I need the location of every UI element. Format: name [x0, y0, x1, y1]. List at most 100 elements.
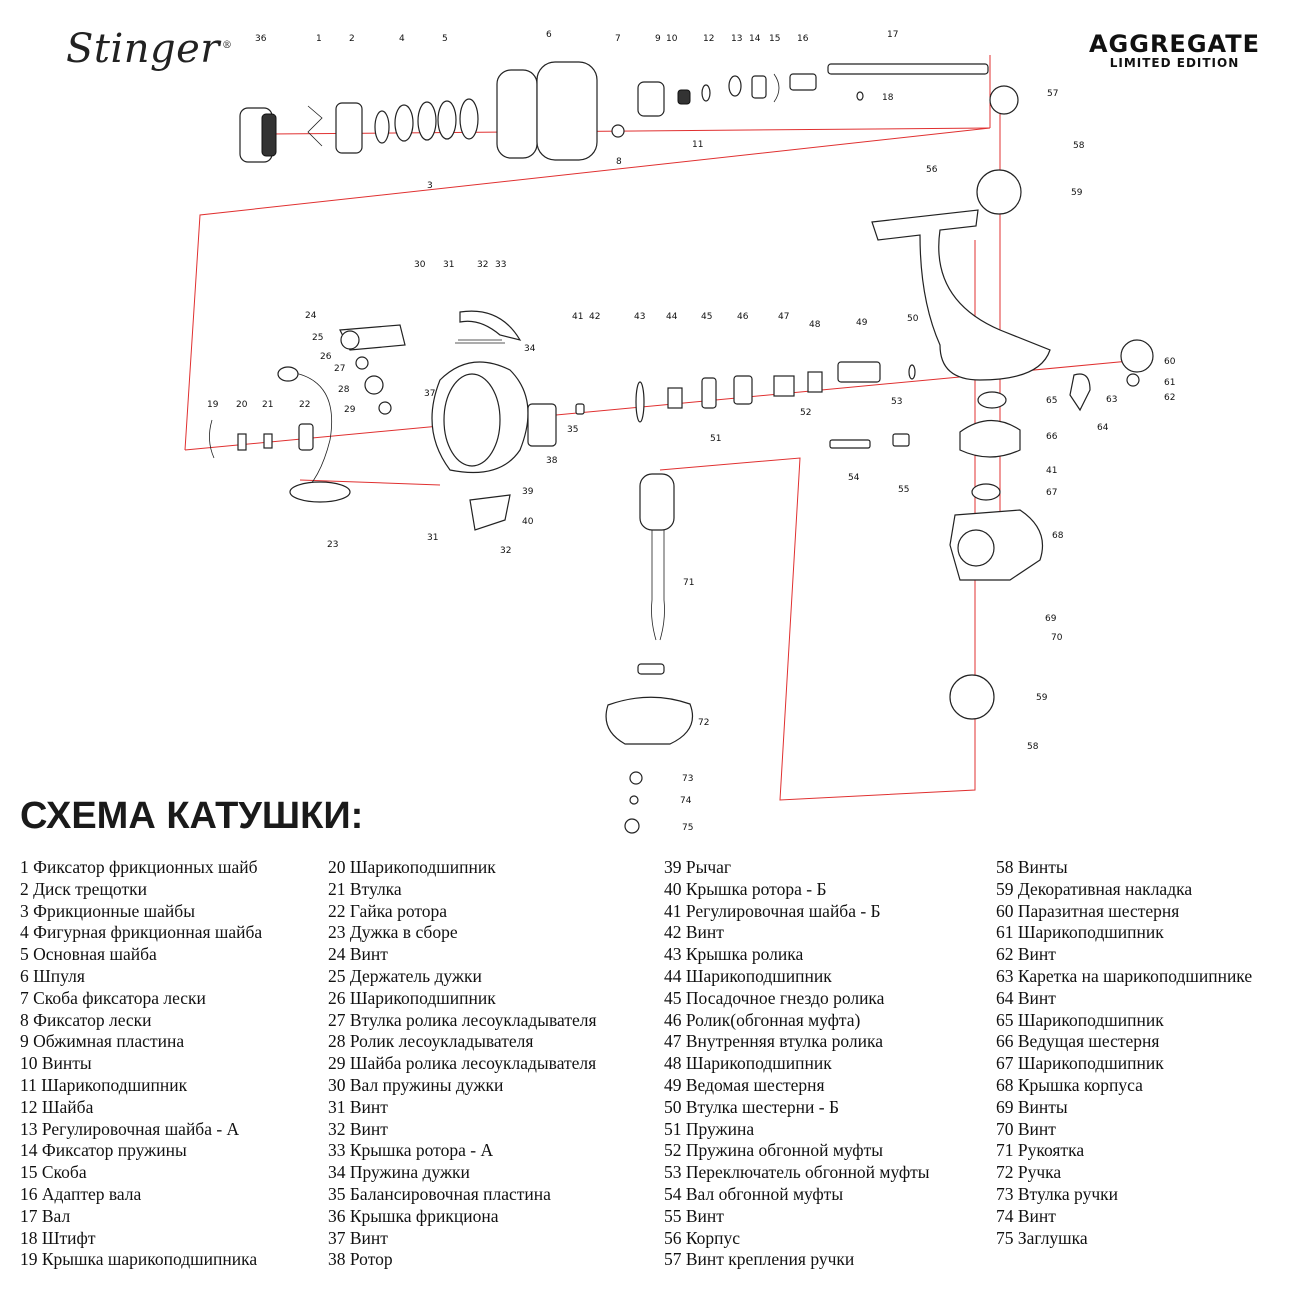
legend-item: 46 Ролик(обгонная муфта) [664, 1009, 861, 1030]
legend-item: 4 Фигурная фрикционная шайба [20, 922, 263, 943]
part-number-label: 16 [797, 34, 809, 44]
legend-item: 17 Вал [20, 1205, 71, 1226]
legend-item: 40 Крышка ротора - Б [664, 878, 827, 899]
legend-item: 73 Втулка ручки [996, 1183, 1118, 1204]
part-number-label: 26 [320, 352, 332, 362]
part-number-label: 58 [1073, 141, 1085, 151]
legend-item: 53 Переключатель обгонной муфты [664, 1162, 930, 1183]
part-number-label: 34 [524, 344, 536, 354]
legend-item: 8 Фиксатор лески [20, 1009, 152, 1030]
legend-item: 44 Шарикоподшипник [664, 965, 832, 986]
legend-item: 12 Шайба [20, 1096, 94, 1117]
part-number-label: 20 [236, 400, 248, 410]
part-number-label: 75 [682, 823, 693, 833]
part-number-label: 45 [701, 312, 712, 322]
legend-item: 15 Скоба [20, 1162, 87, 1183]
part-number-label: 41 [1046, 466, 1057, 476]
legend-item: 57 Винт крепления ручки [664, 1249, 855, 1270]
part-number-label: 37 [424, 389, 435, 399]
brand-logo-text: Stinger [66, 26, 220, 72]
part-number-label: 47 [778, 312, 789, 322]
part-number-label: 71 [683, 578, 694, 588]
schema-title: СХЕМА КАТУШКИ: [20, 795, 364, 837]
part-number-label: 21 [262, 400, 273, 410]
part-number-label: 41 [572, 312, 583, 322]
part-number-label: 24 [305, 311, 317, 321]
part-number-label: 65 [1046, 396, 1057, 406]
part-number-label: 33 [495, 260, 506, 270]
part-number-label: 56 [926, 165, 938, 175]
part-number-label: 62 [1164, 393, 1175, 403]
body-assembly [871, 85, 1154, 720]
part-number-label: 9 [655, 34, 661, 44]
exploded-reel-diagram: 36 1 2 4 5 3 6 7 8 9 10 11 12 13 14 15 1… [184, 30, 1176, 834]
part-number-label: 28 [338, 385, 350, 395]
legend-item: 25 Держатель дужки [328, 965, 482, 986]
legend-item: 23 Дужка в сборе [328, 922, 458, 943]
legend-item: 1 Фиксатор фрикционных шайб [20, 857, 258, 877]
part-number-label: 69 [1045, 614, 1057, 624]
rotor-assembly [209, 310, 916, 531]
part-number-label: 51 [710, 434, 721, 444]
part-number-label: 59 [1071, 188, 1083, 198]
legend-item: 14 Фиксатор пружины [20, 1140, 187, 1161]
part-number-label: 46 [737, 312, 749, 322]
legend-item: 39 Рычаг [664, 857, 732, 877]
legend-item: 50 Втулка шестерни - Б [664, 1096, 840, 1117]
part-number-label: 54 [848, 473, 860, 483]
legend-item: 6 Шпуля [20, 965, 85, 986]
handle-assembly [605, 473, 694, 834]
legend-item: 37 Винт [328, 1227, 388, 1248]
part-number-label: 58 [1027, 742, 1039, 752]
part-number-label: 14 [749, 34, 761, 44]
part-number-label: 5 [442, 34, 448, 44]
part-number-label: 68 [1052, 531, 1064, 541]
part-number-label: 31 [443, 260, 454, 270]
legend-item: 49 Ведомая шестерня [664, 1074, 825, 1095]
legend-item: 38 Ротор [328, 1249, 393, 1270]
legend-item: 63 Каретка на шарикоподшипнике [996, 965, 1253, 986]
series-name: AGGREGATE [1088, 30, 1260, 58]
part-number-label: 12 [703, 34, 714, 44]
legend-item: 19 Крышка шарикоподшипника [20, 1249, 258, 1270]
legend-item: 71 Рукоятка [996, 1140, 1085, 1161]
part-number-label: 67 [1046, 488, 1057, 498]
legend-item: 51 Пружина [664, 1118, 755, 1139]
part-number-label: 40 [522, 517, 534, 527]
legend-item: 67 Шарикоподшипник [996, 1053, 1164, 1074]
legend-item: 62 Винт [996, 944, 1056, 965]
part-number-label: 11 [692, 140, 703, 150]
part-number-label: 27 [334, 364, 345, 374]
legend-item: 70 Винт [996, 1118, 1056, 1139]
part-number-label: 18 [882, 93, 894, 103]
part-number-label: 36 [255, 34, 267, 44]
legend-item: 66 Ведущая шестерня [996, 1031, 1160, 1052]
part-number-label: 72 [698, 718, 709, 728]
part-number-label: 53 [891, 397, 902, 407]
legend-item: 28 Ролик лесоукладывателя [328, 1031, 534, 1052]
series-edition: LIMITED EDITION [1109, 56, 1240, 70]
part-number-label: 4 [399, 34, 405, 44]
legend-item: 31 Винт [328, 1096, 388, 1117]
legend-item: 32 Винт [328, 1118, 388, 1139]
part-number-label: 25 [312, 333, 323, 343]
part-number-label: 70 [1051, 633, 1063, 643]
legend-column-4: 58 Винты 59 Декоративная накладка 60 Пар… [996, 857, 1252, 1249]
legend-item: 26 Шарикоподшипник [328, 987, 496, 1008]
part-number-label: 38 [546, 456, 558, 466]
legend-item: 52 Пружина обгонной муфты [664, 1140, 884, 1161]
part-number-label: 32 [477, 260, 488, 270]
part-number-label: 55 [898, 485, 909, 495]
legend-column-3: 39 Рычаг 40 Крышка ротора - Б 41 Регулир… [664, 857, 930, 1271]
legend-item: 24 Винт [328, 944, 388, 965]
part-number-label: 17 [887, 30, 898, 40]
legend-item: 58 Винты [996, 857, 1068, 877]
part-number-label: 64 [1097, 423, 1109, 433]
part-labels: 36 1 2 4 5 3 6 7 8 9 10 11 12 13 14 15 1… [207, 30, 1176, 833]
legend-column-1: 1 Фиксатор фрикционных шайб 2 Диск трещо… [20, 857, 262, 1271]
legend-item: 41 Регулировочная шайба - Б [664, 900, 881, 921]
legend-item: 33 Крышка ротора - А [328, 1140, 494, 1161]
part-number-label: 52 [800, 408, 811, 418]
part-number-label: 22 [299, 400, 310, 410]
legend-item: 5 Основная шайба [20, 944, 157, 965]
